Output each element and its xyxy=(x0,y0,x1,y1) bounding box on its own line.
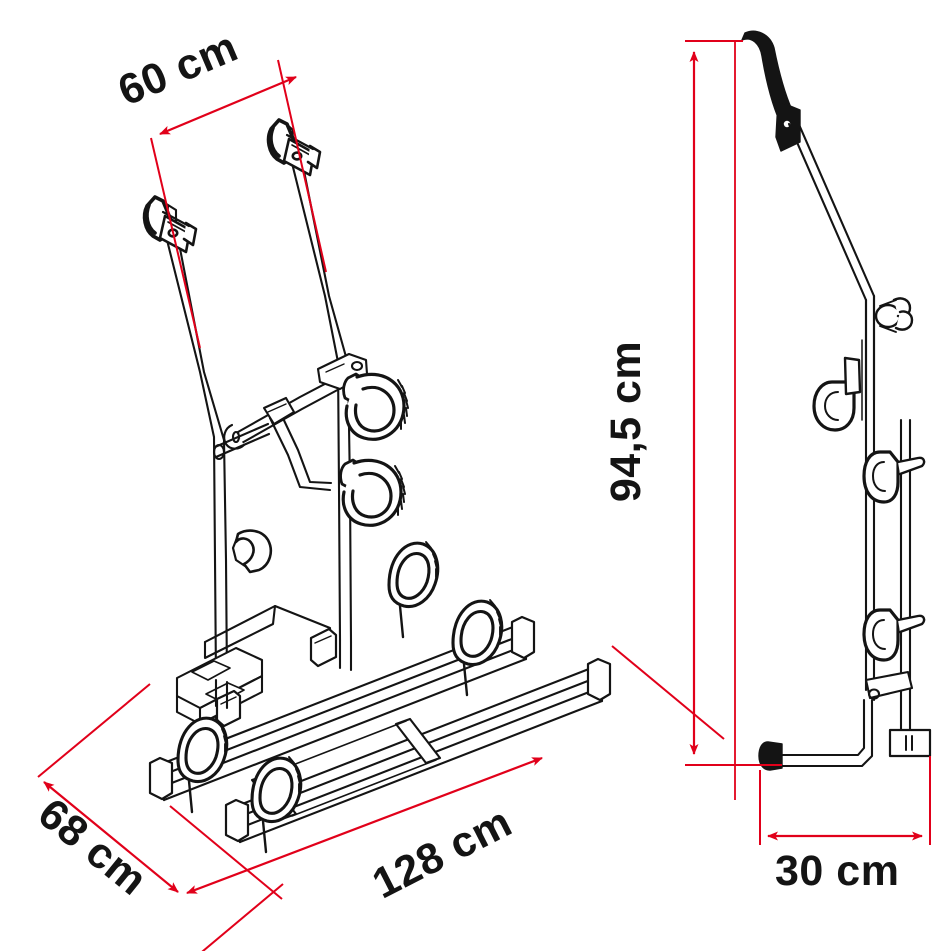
side-view-group xyxy=(741,30,932,771)
base-clamp-right xyxy=(309,627,338,668)
ratchet-strap-lower xyxy=(341,458,406,527)
dimension-label-945cm: 94,5 cm xyxy=(602,340,651,503)
ratchet-strap-upper xyxy=(344,372,409,441)
side-mounting-bracket xyxy=(775,100,801,152)
side-wheel-holder-mid xyxy=(862,450,926,504)
side-frame-clamp-upper xyxy=(874,297,914,333)
dimension-label-30cm: 30 cm xyxy=(775,847,900,895)
dimension-60cm xyxy=(150,59,327,349)
side-bottom-end-cap xyxy=(758,741,783,771)
frame-holder-clamp-lower xyxy=(339,458,406,527)
frame-holder-clamp-upper xyxy=(342,372,409,441)
side-foot-block xyxy=(888,728,932,758)
spare-holder-bracket xyxy=(231,529,272,574)
side-wheel-holder-upper xyxy=(812,356,862,432)
dimension-30cm xyxy=(759,756,931,845)
upright-base-connection xyxy=(214,638,353,710)
dimension-68cm xyxy=(37,683,284,951)
dimension-945cm xyxy=(685,40,782,800)
base-clamp-left xyxy=(215,689,242,728)
dimension-lines xyxy=(37,40,931,951)
dimension-128cm xyxy=(169,645,725,900)
side-lower-hinge-plate xyxy=(864,670,914,700)
side-wheel-holder-lower xyxy=(862,608,926,662)
